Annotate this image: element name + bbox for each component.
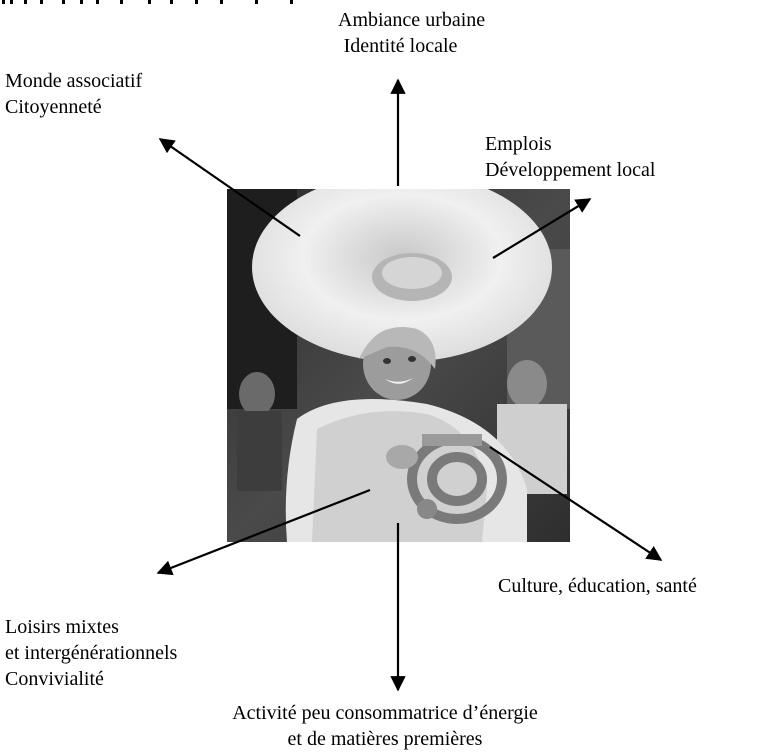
label-top-line-2: Identité locale [343,35,458,57]
label-bottom-line-2: et de matières premières [287,728,483,750]
label-bottom-left-line-3: Convivialité [5,668,104,690]
label-top-right-line-2: Développement local [485,159,656,181]
label-bottom-line-1: Activité peu consommatrice d’énergie [232,702,538,724]
clipped-text-fragment [2,0,293,4]
label-top-right: Emplois Développement local [485,131,656,183]
arrow-down-right [489,446,663,561]
arrow-down-left [156,488,371,576]
tuba-player-photo [227,189,570,542]
clipped-header-text [0,0,330,4]
label-top-left-line-1: Monde associatif [5,70,143,92]
arrow-up-left [158,138,301,237]
label-bottom-left-line-1: Loisirs mixtes [5,616,119,638]
label-top-left: Monde associatif Citoyenneté [5,68,142,120]
arrow-up-right [492,198,592,259]
label-top-left-line-2: Citoyenneté [5,96,102,118]
label-top-line-1: Ambiance urbaine [338,9,486,31]
label-top: Ambiance urbaine Identité locale [338,7,486,59]
central-photo [227,189,570,542]
label-bottom-left-line-2: et intergénérationnels [5,642,178,664]
label-bottom-right-line-1: Culture, éducation, santé [498,575,697,597]
label-bottom-left: Loisirs mixtes et intergénérationnels Co… [5,614,177,692]
label-bottom: Activité peu consommatrice d’énergie et … [215,700,555,752]
label-bottom-right: Culture, éducation, santé [498,573,697,599]
label-top-right-line-1: Emplois [485,133,552,155]
